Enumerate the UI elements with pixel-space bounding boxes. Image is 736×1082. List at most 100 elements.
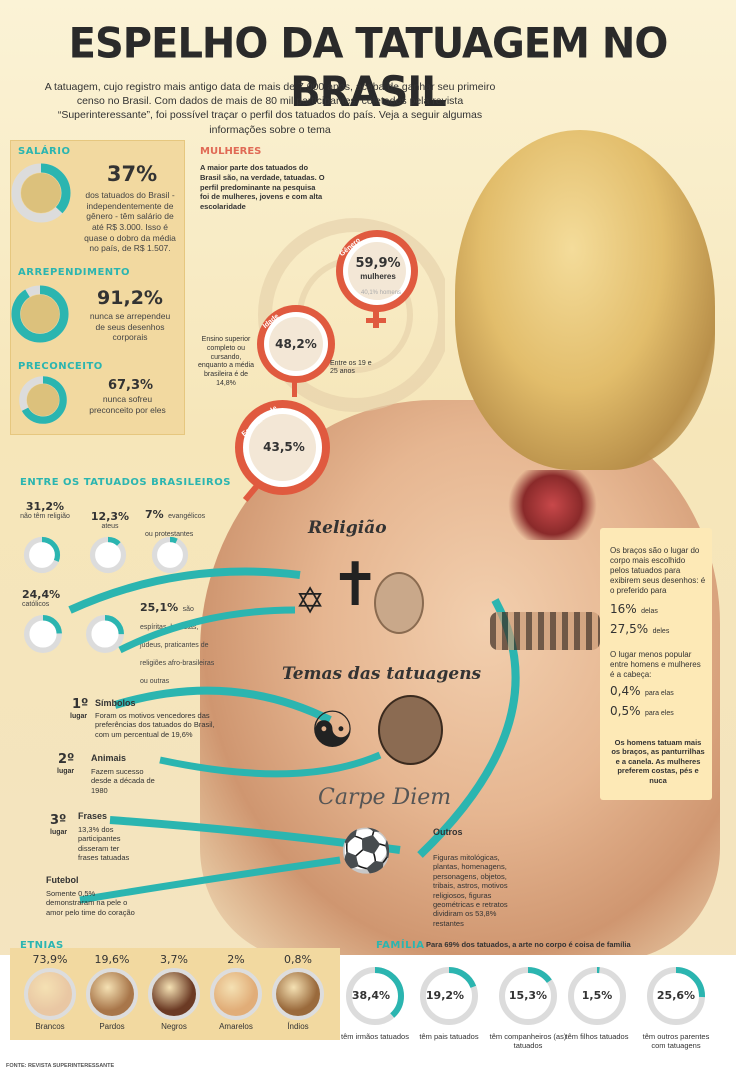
etnia-item: 19,6% Pardos [82,953,142,1031]
etnia-swatch [272,968,324,1020]
woman-hair-image [455,130,715,470]
idade-note: Entre os 19 e 25 anos [330,360,372,376]
rank-1-name: Símbolos [95,698,136,708]
familia-item: 25,6% têm outros parentes com tatuagens [636,965,716,1050]
etnia-item: 2% Amarelos [206,953,266,1031]
mulheres-heading: MULHERES [200,146,262,157]
rank-3-name: Frases [78,811,108,821]
etnia-item: 3,7% Negros [144,953,204,1031]
rel-pct-3: 7% [145,508,164,521]
tiger-icon [378,695,443,765]
etnia-name: Negros [161,1022,187,1031]
flower-tattoo-image [505,470,600,540]
rank-3-lugar: lugar [50,829,68,836]
familia-item: 19,2% têm pais tatuados [414,965,484,1041]
rel-donut-2 [89,536,127,574]
bracos-box [600,528,712,800]
preconceito-text: nunca sofreu preconceito por eles [89,394,166,415]
bracos-l3: para elas [644,690,674,697]
female-symbol-icon [292,382,297,397]
arrependimento-heading: ARREPENDIMENTO [18,267,130,278]
genero-percent: 59,9% [355,256,401,271]
rank-1-text: Foram os motivos vencedores das preferên… [95,711,215,739]
page-title: ESPELHO DA TATUAGEM NO BRASIL [68,19,669,117]
futebol-text: Somente 0,5% demonstraram na pele o amor… [46,889,135,917]
rel-pct-4: 24,4% [22,588,61,601]
genero-alt: 40,1% homens [360,290,402,296]
etnia-name: Amarelos [219,1022,253,1031]
bracos-p3: 0,4% [610,684,641,698]
etnia-pct: 19,6% [94,953,130,966]
bracos-stat-1: 16% delas [610,600,658,618]
etnia-swatch [148,968,200,1020]
familia-donut [346,967,404,1025]
outros-text: Figuras mitológicas, plantas, homenagens… [433,853,508,928]
yin-yang-icon: ☯ [310,702,355,758]
familia-item: 38,4% têm irmãos tatuados [340,965,410,1041]
rank-2-lugar: lugar [57,768,75,775]
bracos-p2: 27,5% [610,622,649,636]
bracos-stat-2: 27,5% deles [610,620,669,638]
familia-pct: 19,2% [425,989,465,1002]
familia-donut [647,967,705,1025]
etnia-swatch [210,968,262,1020]
rel-donut-5 [86,615,124,653]
familia-text: têm filhos tatuados [565,1032,629,1041]
rel-donut-4 [24,615,62,653]
familia-text: têm pais tatuados [419,1032,479,1041]
buddha-icon [374,572,424,634]
tattoo-temas: Temas das tatuagens [282,664,482,684]
rel-donut-1 [23,536,61,574]
etnia-swatch [24,968,76,1020]
etnia-name: Brancos [35,1022,65,1031]
familia-pct: 15,3% [508,989,548,1002]
etnia-name: Índios [287,1022,309,1031]
soccer-ball-icon: ⚽ [340,827,393,874]
etnia-pct: 0,8% [284,953,312,966]
rank-2-name: Animais [91,753,127,763]
etnia-pct: 3,7% [160,953,188,966]
bracos-stat-3: 0,4% para elas [610,682,674,700]
escolaridade-donut [235,400,330,495]
rel-item-2: 12,3% ateus [85,510,135,532]
familia-donut [420,967,478,1025]
etnia-swatch [86,968,138,1020]
rank-1-lugar: lugar [70,713,88,720]
escolaridade-percent: 43,5% [263,440,305,454]
familia-item: 15,3% têm companheiros (as) tatuados [488,965,568,1050]
rel-pct-1: 31,2% [25,500,65,513]
tattoo-carpe-diem: Carpe Diem [318,785,452,810]
genero-sub: mulheres [360,272,396,281]
rel-text-3: evangélicos ou protestantes [145,513,206,538]
cross-icon: ✝ [330,551,381,618]
escolaridade-note: Ensino superior completo ou cursando, en… [197,336,255,387]
bracos-text-1: Os braços são o lugar do corpo mais esco… [610,546,706,595]
familia-pct: 25,6% [656,989,696,1002]
outros-name: Outros [433,827,463,837]
rank-2-text: Fazem sucesso desde a década de 1980 [91,767,155,795]
etnia-name: Pardos [99,1022,125,1031]
salario-donut-svg [11,163,71,223]
etnia-item: 0,8% Índios [268,953,328,1031]
preconceito-donut-svg [19,376,67,424]
bracos-l2: deles [652,628,670,635]
etnias-heading: ETNIAS [20,940,64,951]
etnia-pct: 2% [227,953,245,966]
star-of-david-icon: ✡ [295,580,326,621]
preconceito-donut [18,375,68,425]
bracos-l1: delas [641,608,658,615]
rel-text-2: ateus [101,523,119,530]
salario-heading: SALÁRIO [18,146,71,157]
futebol-name: Futebol [46,875,79,885]
tattoo-religiao: Religião [308,518,387,538]
familia-row: 38,4% têm irmãos tatuados 19,2% têm pais… [340,965,730,1065]
rel-pct-5: 25,1% [140,601,179,614]
preconceito-percent: 67,3% [107,378,154,393]
rank-2-place: 2º [58,752,75,767]
etnia-item: 73,9% Brancos [20,953,80,1031]
familia-heading: FAMÍLIA [376,940,425,951]
familia-text: têm companheiros (as) tatuados [489,1032,567,1050]
rank-3-place: 3º [50,813,67,828]
familia-sub: Para 69% dos tatuados, a arte no corpo é… [426,940,631,949]
